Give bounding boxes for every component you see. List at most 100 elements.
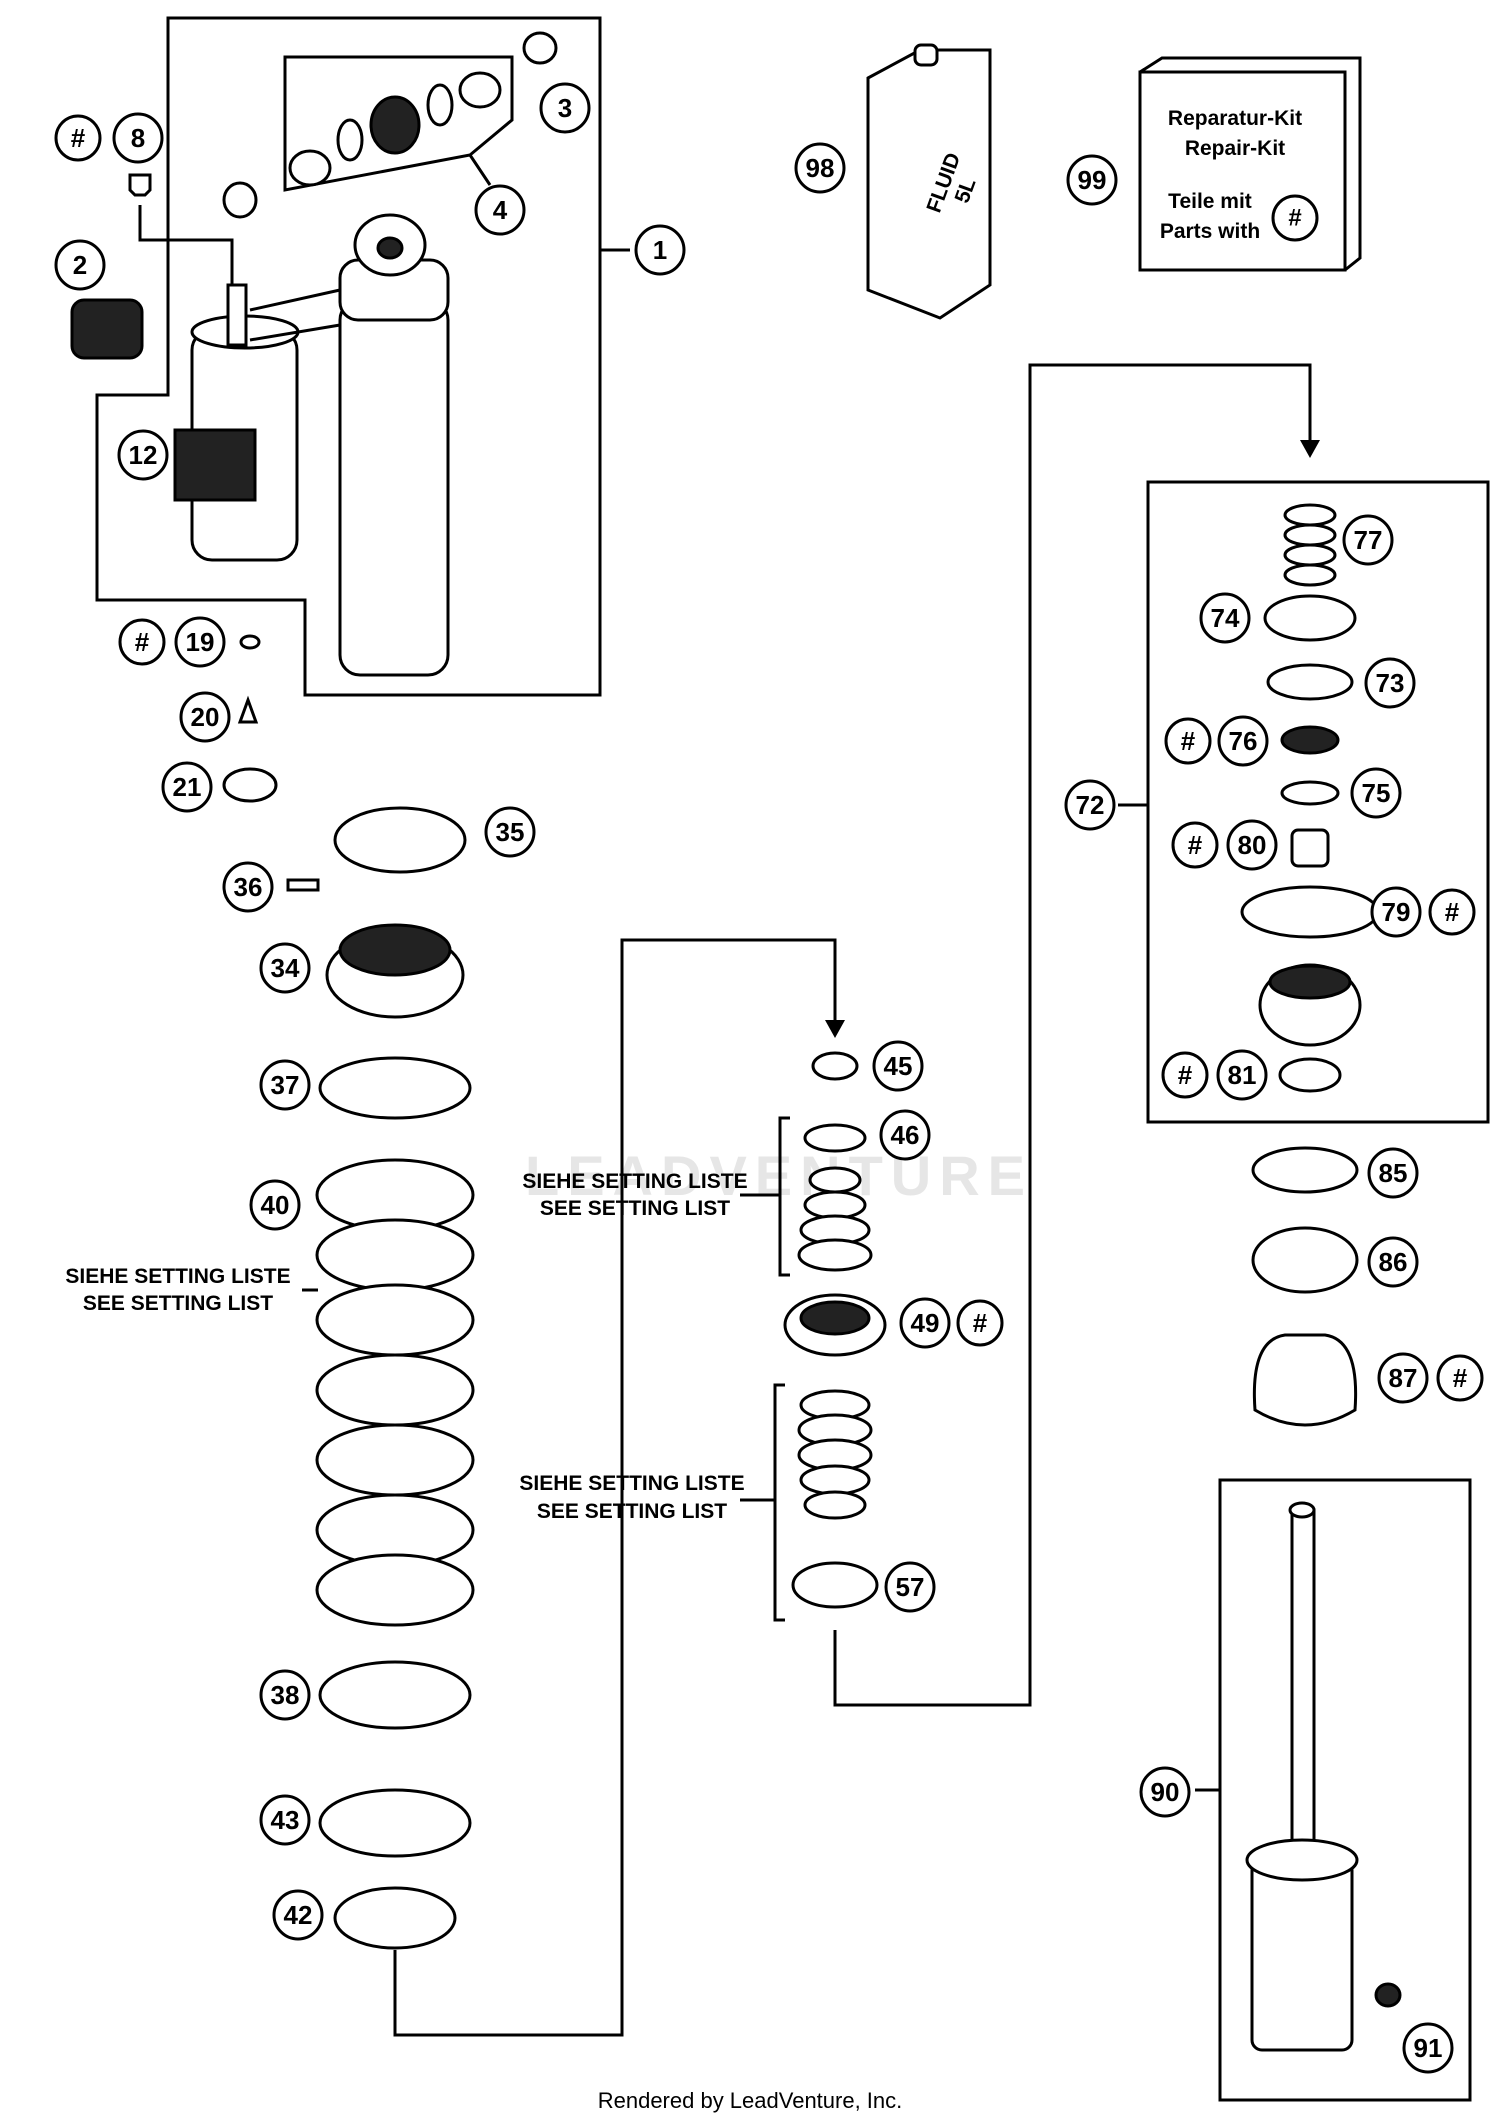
lower-setting-en: SEE SETTING LIST bbox=[537, 1500, 727, 1523]
washer-57-part bbox=[791, 1561, 879, 1609]
shock-eye-hole-part bbox=[376, 236, 404, 260]
svg-text:75: 75 bbox=[1362, 778, 1391, 808]
svg-text:38: 38 bbox=[271, 1680, 300, 1710]
callout-91: 91 bbox=[1402, 2022, 1454, 2074]
svg-text:#: # bbox=[973, 1308, 988, 1338]
assembly-1-frame bbox=[95, 16, 602, 697]
spring-77-part bbox=[1283, 503, 1337, 587]
callout-80: 80 bbox=[1226, 819, 1278, 871]
reservoir-label-part bbox=[173, 428, 257, 502]
piston-49-top-part bbox=[799, 1300, 871, 1336]
bushing-80-part bbox=[1290, 828, 1330, 868]
svg-text:81: 81 bbox=[1228, 1060, 1257, 1090]
callout-99: 99 bbox=[1066, 154, 1118, 206]
svg-text:3: 3 bbox=[558, 93, 572, 123]
seat-74-part bbox=[1263, 594, 1357, 642]
callout-19: 19 bbox=[174, 616, 226, 668]
seal-ring-part bbox=[336, 118, 364, 162]
callout-8-hash: # bbox=[54, 114, 102, 162]
spring-setting-de: SIEHE SETTING LISTE bbox=[65, 1265, 290, 1288]
callout-40: 40 bbox=[249, 1179, 301, 1231]
lower-setting-de: SIEHE SETTING LISTE bbox=[519, 1472, 744, 1495]
callout-21: 21 bbox=[161, 761, 213, 813]
valve-20-part bbox=[237, 695, 259, 724]
kit-line-2: Repair-Kit bbox=[1185, 137, 1285, 160]
svg-text:8: 8 bbox=[131, 123, 145, 153]
svg-text:#: # bbox=[1188, 830, 1203, 860]
callout-85: 85 bbox=[1367, 1147, 1419, 1199]
callout-77: 77 bbox=[1342, 514, 1394, 566]
callout-86: 86 bbox=[1367, 1236, 1419, 1288]
callout-87-hash: # bbox=[1436, 1354, 1484, 1402]
svg-text:98: 98 bbox=[806, 153, 835, 183]
svg-text:72: 72 bbox=[1076, 790, 1105, 820]
svg-text:35: 35 bbox=[496, 817, 525, 847]
callout-46: 46 bbox=[879, 1109, 931, 1161]
callout-81: 81 bbox=[1216, 1049, 1268, 1101]
svg-text:37: 37 bbox=[271, 1070, 300, 1100]
svg-text:90: 90 bbox=[1151, 1777, 1180, 1807]
svg-text:20: 20 bbox=[191, 702, 220, 732]
fluid-can-98-part: FLUID5L bbox=[866, 43, 992, 320]
bump-stop-87-part bbox=[1252, 1333, 1358, 1427]
leader-8 bbox=[138, 205, 234, 285]
svg-text:#: # bbox=[135, 627, 150, 657]
svg-text:4: 4 bbox=[493, 195, 508, 225]
svg-text:19: 19 bbox=[186, 627, 215, 657]
svg-text:57: 57 bbox=[896, 1572, 925, 1602]
valve-cap-8-part bbox=[128, 173, 152, 197]
callout-76-hash: # bbox=[1164, 717, 1212, 765]
shim-stack-lower-part bbox=[797, 1389, 873, 1520]
callout-3: 3 bbox=[539, 82, 591, 134]
callout-8: 8 bbox=[112, 112, 164, 164]
spring-setting-en: SEE SETTING LIST bbox=[83, 1292, 273, 1315]
screw-36-part bbox=[286, 878, 320, 892]
part-72-box bbox=[1146, 480, 1490, 1124]
callout-34: 34 bbox=[259, 942, 311, 994]
callout-75: 75 bbox=[1350, 767, 1402, 819]
nut-3-part bbox=[522, 31, 558, 65]
seal-76-part bbox=[1280, 725, 1340, 755]
callout-76: 76 bbox=[1217, 715, 1269, 767]
rod-end-part bbox=[1288, 1501, 1316, 1519]
svg-text:36: 36 bbox=[234, 872, 263, 902]
footer-credit: Rendered by LeadVenture, Inc. bbox=[598, 2088, 903, 2113]
reservoir-hose-part bbox=[249, 288, 341, 342]
arrow-72 bbox=[1300, 440, 1320, 458]
svg-text:74: 74 bbox=[1211, 603, 1240, 633]
seal-81-part bbox=[1278, 1057, 1342, 1093]
svg-text:79: 79 bbox=[1382, 897, 1411, 927]
callout-87: 87 bbox=[1377, 1352, 1429, 1404]
callout-36: 36 bbox=[222, 861, 274, 913]
callout-79-hash: # bbox=[1428, 888, 1476, 936]
callout-19-hash: # bbox=[118, 618, 166, 666]
svg-text:#: # bbox=[1181, 726, 1196, 756]
svg-text:#: # bbox=[1453, 1363, 1468, 1393]
connector-57-72 bbox=[833, 363, 1312, 1707]
callout-4: 4 bbox=[474, 184, 526, 236]
callout-20: 20 bbox=[179, 691, 231, 743]
nut-part bbox=[222, 181, 258, 219]
callout-38: 38 bbox=[259, 1669, 311, 1721]
svg-text:21: 21 bbox=[173, 772, 202, 802]
adjuster-2-part bbox=[70, 298, 144, 360]
svg-text:1: 1 bbox=[653, 235, 667, 265]
ring-42-part bbox=[333, 1886, 457, 1950]
preload-adjuster-top-part bbox=[338, 923, 452, 977]
washer-73-part bbox=[1266, 663, 1354, 701]
connector-42-45 bbox=[393, 938, 837, 2037]
callout-1: 1 bbox=[634, 224, 686, 276]
washer-part-2 bbox=[458, 71, 502, 109]
svg-text:#: # bbox=[1445, 897, 1460, 927]
ring-43-part bbox=[318, 1788, 472, 1858]
repair-kit-99-part: Reparatur-Kit Repair-Kit Teile mit Parts… bbox=[1138, 56, 1362, 272]
clevis-cup-part bbox=[1245, 1838, 1359, 1882]
clevis-part bbox=[1250, 1858, 1354, 2052]
svg-text:77: 77 bbox=[1354, 525, 1383, 555]
bushing-part bbox=[369, 95, 421, 155]
washer-part bbox=[288, 149, 332, 187]
shock-body-part bbox=[338, 298, 450, 677]
callout-79: 79 bbox=[1370, 886, 1422, 938]
ring-38-part bbox=[318, 1660, 472, 1730]
svg-text:86: 86 bbox=[1379, 1247, 1408, 1277]
